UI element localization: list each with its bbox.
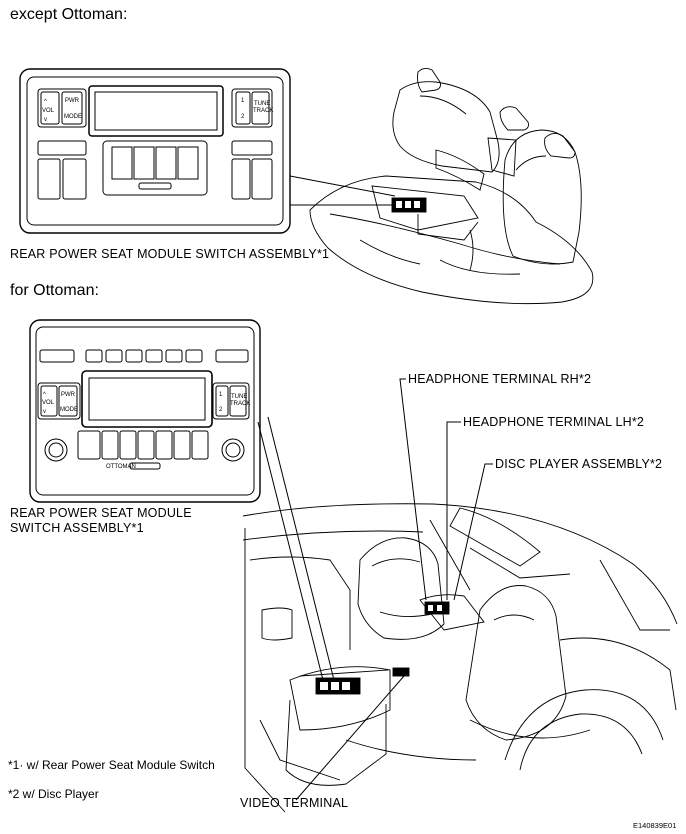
footnote-2: *2 w/ Disc Player — [8, 787, 99, 801]
svg-text:2: 2 — [241, 114, 245, 120]
svg-text:v: v — [44, 117, 47, 123]
svg-text:OTTOMAN: OTTOMAN — [106, 464, 136, 470]
svg-text:TUNE: TUNE — [231, 394, 247, 400]
heading-except-ottoman: except Ottoman: — [10, 6, 128, 23]
label-headphone-lh: HEADPHONE TERMINAL LH*2 — [463, 415, 645, 429]
car-interior-sketch — [242, 503, 678, 813]
svg-text:2: 2 — [219, 407, 223, 413]
switch-panel-top: ^ VOL v PWR MODE 1 2 TUNE TRACK — [19, 68, 291, 234]
svg-text:^: ^ — [43, 392, 46, 398]
heading-for-ottoman: for Ottoman: — [10, 282, 99, 299]
switch-panel-bottom: ^ VOL v PWR MODE 1 2 TUNE TRACK OTTOMAN — [29, 319, 261, 503]
svg-text:TRACK: TRACK — [253, 108, 273, 114]
label-rear-switch-top: REAR POWER SEAT MODULE SWITCH ASSEMBLY*1 — [10, 247, 330, 261]
svg-text:^: ^ — [44, 99, 47, 105]
callout-leaders — [295, 378, 493, 801]
svg-text:MODE: MODE — [64, 114, 82, 120]
label-rear-switch-bottom-line1: REAR POWER SEAT MODULE — [10, 506, 192, 520]
svg-text:MODE: MODE — [60, 407, 78, 413]
svg-text:VOL: VOL — [42, 400, 55, 406]
svg-text:PWR: PWR — [61, 392, 76, 398]
svg-text:v: v — [43, 409, 46, 415]
figure-code: E140839E01 — [633, 821, 677, 830]
label-disc-player: DISC PLAYER ASSEMBLY*2 — [495, 457, 663, 471]
svg-text:1: 1 — [219, 392, 223, 398]
label-video-terminal: VIDEO TERMINAL — [240, 796, 349, 810]
leader-bottom-1 — [257, 421, 326, 689]
label-rear-switch-bottom-line2: SWITCH ASSEMBLY*1 — [10, 521, 144, 535]
svg-text:VOL: VOL — [42, 108, 55, 114]
svg-text:TUNE: TUNE — [254, 101, 270, 107]
svg-text:PWR: PWR — [65, 98, 80, 104]
footnote-1: *1· w/ Rear Power Seat Module Switch — [8, 758, 215, 772]
svg-text:1: 1 — [241, 98, 245, 104]
leader-top-1 — [289, 175, 396, 197]
leader-bottom-2 — [267, 416, 336, 685]
label-headphone-rh: HEADPHONE TERMINAL RH*2 — [408, 372, 592, 386]
svg-text:TRACK: TRACK — [230, 401, 250, 407]
rear-seat-sketch — [309, 67, 594, 305]
